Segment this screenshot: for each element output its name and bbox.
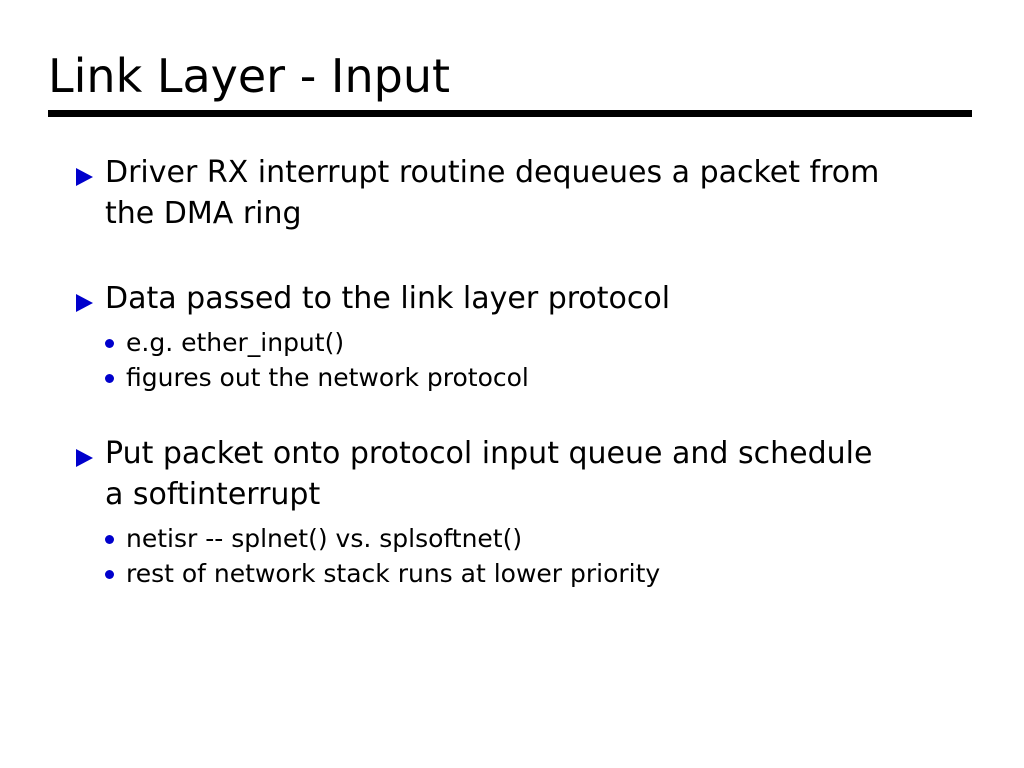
triangle-bullet-icon <box>76 168 93 186</box>
dot-bullet-icon <box>105 374 114 383</box>
sub-bullet-item: netisr -- splnet() vs. splsoftnet() <box>0 521 1024 556</box>
bullet-item: Put packet onto protocol input queue and… <box>0 433 1024 515</box>
slide-body: Driver RX interrupt routine dequeues a p… <box>0 152 1024 591</box>
bullet-item: Data passed to the link layer protocol <box>0 278 1024 319</box>
title-underline-rule <box>48 110 972 117</box>
sub-bullet-item: figures out the network protocol <box>0 360 1024 395</box>
sub-bullet-list: netisr -- splnet() vs. splsoftnet() rest… <box>0 521 1024 591</box>
bullet-text: Driver RX interrupt routine dequeues a p… <box>105 155 880 231</box>
dot-bullet-icon <box>105 339 114 348</box>
bullet-group: Put packet onto protocol input queue and… <box>0 433 1024 591</box>
page-title: Link Layer - Input <box>48 49 451 103</box>
title-block: Link Layer - Input <box>48 48 976 104</box>
dot-bullet-icon <box>105 535 114 544</box>
bullet-group: Driver RX interrupt routine dequeues a p… <box>0 152 1024 234</box>
bullet-text: Data passed to the link layer protocol <box>105 281 671 316</box>
dot-bullet-icon <box>105 570 114 579</box>
bullet-text: Put packet onto protocol input queue and… <box>105 436 873 512</box>
sub-bullet-text: netisr -- splnet() vs. splsoftnet() <box>126 524 523 553</box>
sub-bullet-item: rest of network stack runs at lower prio… <box>0 556 1024 591</box>
sub-bullet-list: e.g. ether_input() figures out the netwo… <box>0 325 1024 395</box>
sub-bullet-text: rest of network stack runs at lower prio… <box>126 559 661 588</box>
sub-bullet-text: e.g. ether_input() <box>126 328 345 357</box>
bullet-item: Driver RX interrupt routine dequeues a p… <box>0 152 1024 234</box>
triangle-bullet-icon <box>76 294 93 312</box>
sub-bullet-text: figures out the network protocol <box>126 363 529 392</box>
bullet-group: Data passed to the link layer protocol e… <box>0 278 1024 395</box>
triangle-bullet-icon <box>76 449 93 467</box>
sub-bullet-item: e.g. ether_input() <box>0 325 1024 360</box>
